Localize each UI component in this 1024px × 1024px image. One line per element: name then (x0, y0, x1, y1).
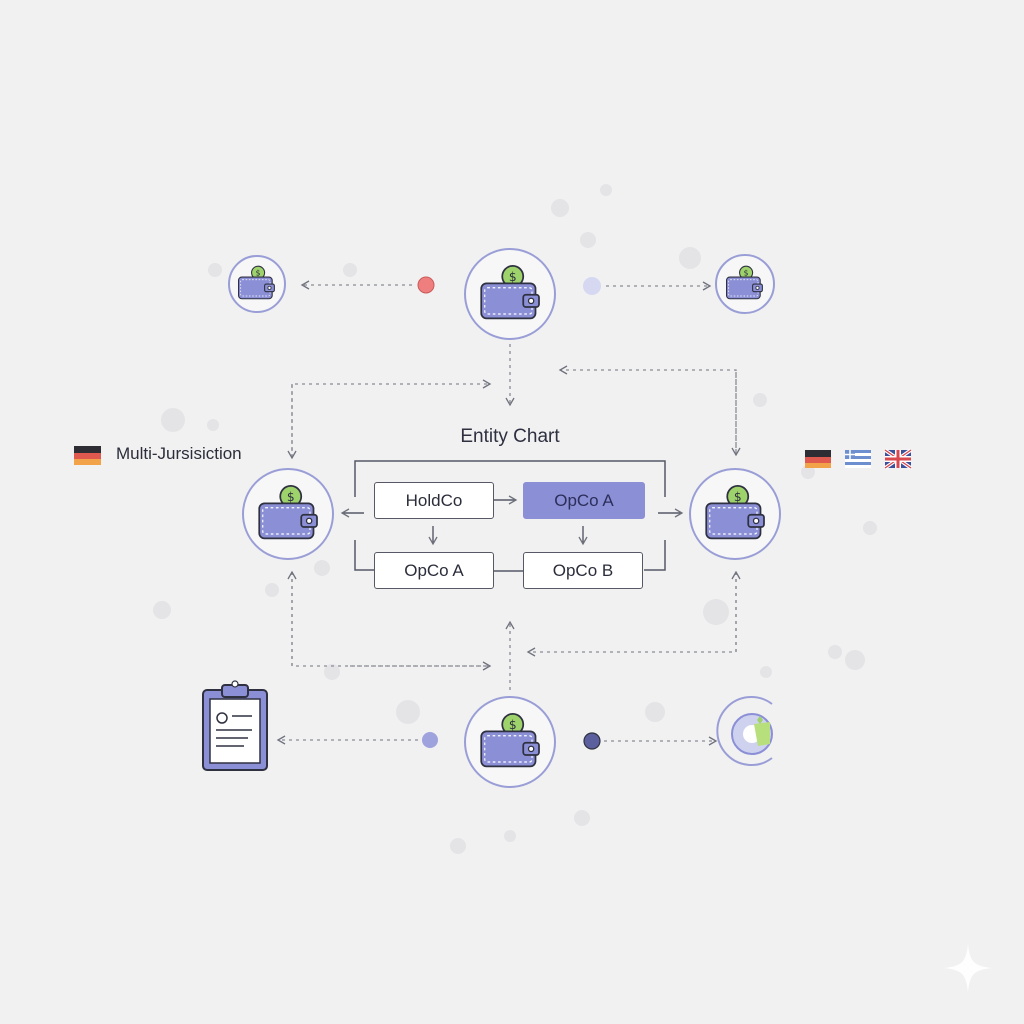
entity-box-opco-b[interactable]: OpCo B (523, 552, 643, 589)
wallet-node-top-center[interactable] (464, 248, 556, 340)
entity-box-holdco[interactable]: HoldCo (374, 482, 494, 519)
wallet-node-bottom-center[interactable] (464, 696, 556, 788)
purple-dot (422, 732, 438, 748)
entity-box-opco-a[interactable]: OpCo A (374, 552, 494, 589)
entity-arrows (340, 495, 684, 546)
dark-dot (583, 732, 601, 750)
connectors (276, 280, 741, 746)
red-dot (417, 276, 435, 294)
entity-box-opco-a-highlighted[interactable]: OpCo A (523, 482, 645, 519)
wallet-node-top-left[interactable] (228, 255, 286, 313)
german-flag-icon (74, 446, 101, 465)
jurisdiction-label: Multi-Jursisiction (116, 444, 242, 463)
uk-flag-icon (884, 448, 912, 470)
pie-chart-icon[interactable] (716, 696, 773, 766)
background-dots (153, 184, 877, 854)
wallet-node-right[interactable] (689, 468, 781, 560)
chart-title: Entity Chart (460, 426, 560, 447)
wallet-node-top-right[interactable] (715, 254, 775, 314)
clipboard-document-icon[interactable] (202, 680, 268, 771)
wallet-node-left[interactable] (242, 468, 334, 560)
greek-flag-icon (845, 450, 871, 468)
german-flag-icon (805, 450, 831, 468)
light-dot (583, 277, 601, 295)
sparkle-icon (944, 944, 992, 992)
entity-chart-frame (354, 460, 666, 572)
